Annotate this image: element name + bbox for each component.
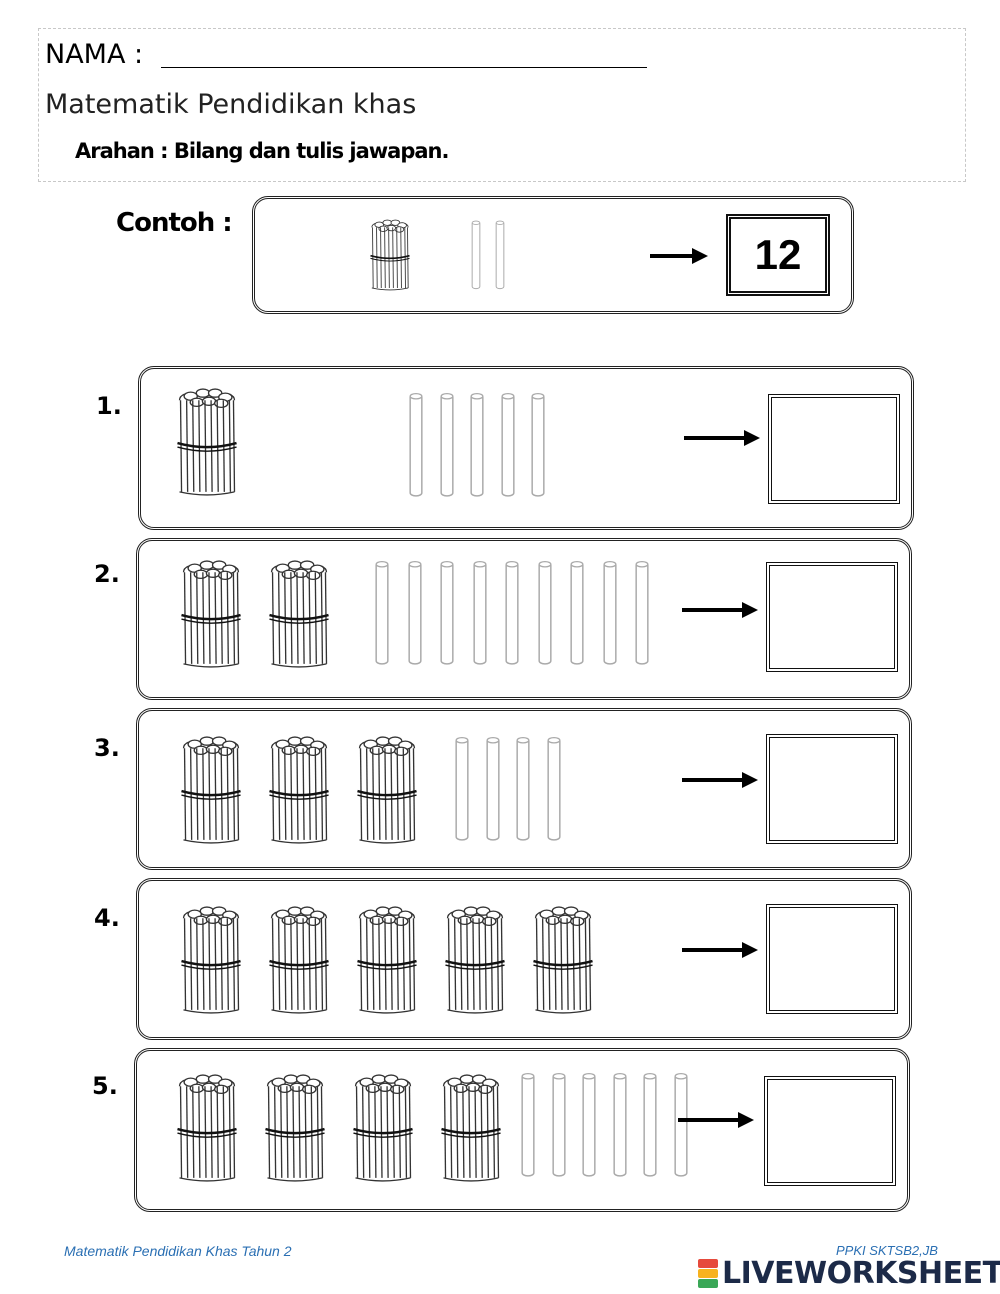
- answer-box-4[interactable]: [766, 904, 898, 1014]
- header-box: NAMA : Matematik Pendidikan khas Arahan …: [38, 28, 966, 182]
- answer-box-5[interactable]: [764, 1076, 896, 1186]
- name-label: NAMA :: [45, 39, 144, 70]
- single-stick-icon: [673, 1072, 689, 1183]
- ten-bundle-icon: [268, 558, 330, 675]
- brand-icon: [698, 1258, 718, 1289]
- arrow-icon: [682, 940, 758, 965]
- ten-bundle-icon: [352, 1072, 414, 1189]
- question-number-2: 2.: [94, 560, 120, 588]
- single-stick-icon: [520, 1072, 536, 1183]
- arrow-icon: [682, 770, 758, 795]
- question-row-2: [136, 538, 912, 700]
- single-stick-icon: [500, 392, 516, 503]
- single-stick-icon: [472, 560, 488, 671]
- single-stick-icon: [439, 560, 455, 671]
- question-number-1: 1.: [96, 392, 122, 420]
- ten-bundle-icon: [268, 734, 330, 851]
- example-answer: 12: [726, 214, 830, 296]
- single-stick-icon: [485, 736, 501, 847]
- single-stick-icon: [612, 1072, 628, 1183]
- question-row-1: [138, 366, 914, 530]
- ten-bundle-icon: [444, 904, 506, 1021]
- answer-box-2[interactable]: [766, 562, 898, 672]
- example-single-stick-icon: [470, 220, 482, 295]
- ten-bundle-icon: [180, 734, 242, 851]
- ten-bundle-icon: [356, 904, 418, 1021]
- example-row: [252, 196, 854, 314]
- single-stick-icon: [581, 1072, 597, 1183]
- arrow-icon: [678, 1110, 754, 1135]
- question-row-3: [136, 708, 912, 870]
- single-stick-icon: [504, 560, 520, 671]
- example-arrow-icon: [650, 246, 708, 271]
- ten-bundle-icon: [180, 904, 242, 1021]
- question-row-5: [134, 1048, 910, 1212]
- answer-box-1[interactable]: [768, 394, 900, 504]
- question-row-4: [136, 878, 912, 1040]
- ten-bundle-icon: [356, 734, 418, 851]
- single-stick-icon: [602, 560, 618, 671]
- single-stick-icon: [634, 560, 650, 671]
- footer-left-text: Matematik Pendidikan Khas Tahun 2: [64, 1243, 292, 1259]
- ten-bundle-icon: [176, 386, 238, 503]
- single-stick-icon: [515, 736, 531, 847]
- single-stick-icon: [407, 560, 423, 671]
- example-ten-bundle-icon: [362, 218, 418, 297]
- single-stick-icon: [469, 392, 485, 503]
- ten-bundle-icon: [180, 558, 242, 675]
- single-stick-icon: [546, 736, 562, 847]
- single-stick-icon: [530, 392, 546, 503]
- brand-name: LIVEWORKSHEETS: [722, 1256, 1000, 1291]
- single-stick-icon: [569, 560, 585, 671]
- example-label: Contoh :: [116, 208, 233, 238]
- example-single-stick-icon: [494, 220, 506, 295]
- instruction-text: Arahan : Bilang dan tulis jawapan.: [75, 139, 449, 163]
- single-stick-icon: [551, 1072, 567, 1183]
- single-stick-icon: [374, 560, 390, 671]
- liveworksheets-logo[interactable]: LIVEWORKSHEETS: [698, 1256, 1000, 1291]
- question-number-4: 4.: [94, 904, 120, 932]
- ten-bundle-icon: [440, 1072, 502, 1189]
- subject-title: Matematik Pendidikan khas: [45, 89, 417, 120]
- ten-bundle-icon: [268, 904, 330, 1021]
- single-stick-icon: [537, 560, 553, 671]
- arrow-icon: [684, 428, 760, 453]
- ten-bundle-icon: [176, 1072, 238, 1189]
- single-stick-icon: [454, 736, 470, 847]
- question-number-5: 5.: [92, 1072, 118, 1100]
- arrow-icon: [682, 600, 758, 625]
- answer-box-3[interactable]: [766, 734, 898, 844]
- single-stick-icon: [642, 1072, 658, 1183]
- single-stick-icon: [408, 392, 424, 503]
- question-number-3: 3.: [94, 734, 120, 762]
- name-answer-line[interactable]: [161, 67, 647, 68]
- single-stick-icon: [439, 392, 455, 503]
- footer-right-text: PPKI SKTSB2,JB: [836, 1243, 938, 1258]
- ten-bundle-icon: [532, 904, 594, 1021]
- ten-bundle-icon: [264, 1072, 326, 1189]
